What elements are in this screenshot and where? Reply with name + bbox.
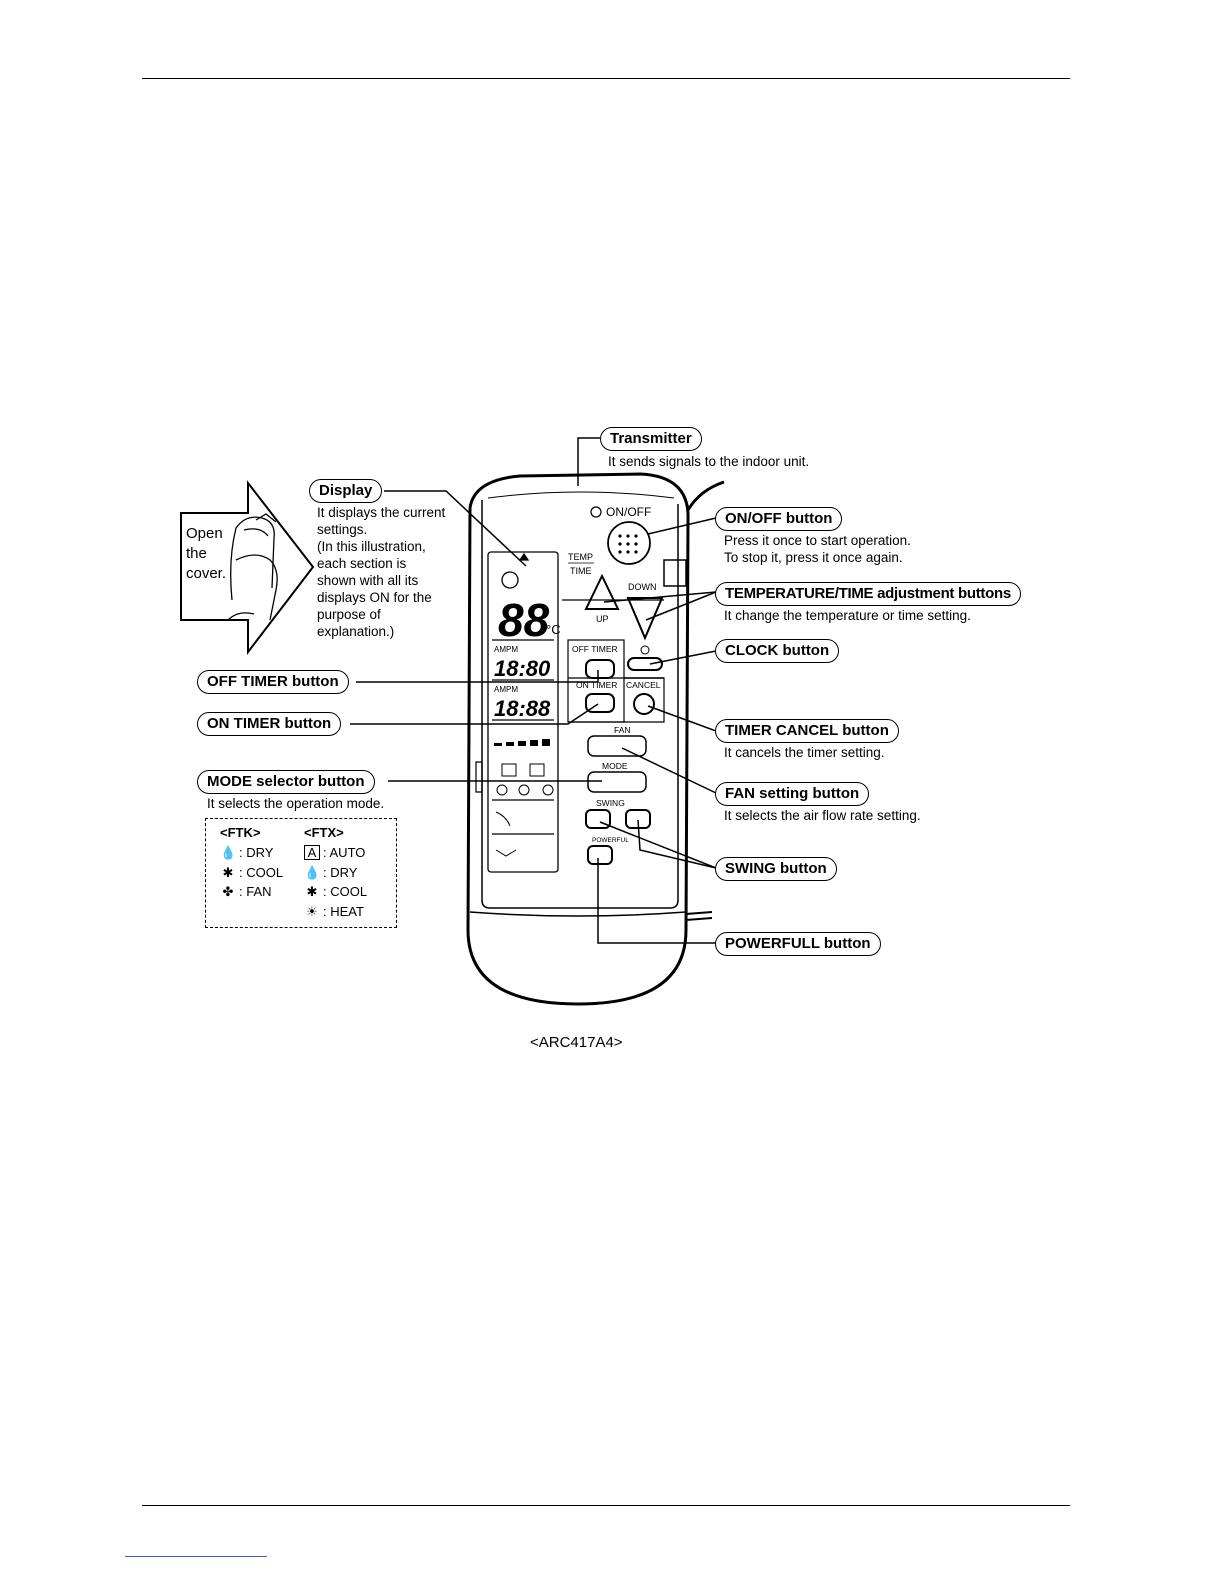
display-panel	[487, 551, 559, 873]
remote-body	[466, 472, 725, 1006]
clock-icon	[640, 645, 650, 655]
heat-icon: ☀	[306, 903, 318, 919]
remote-on-timer-label: ON TIMER	[576, 680, 617, 690]
timer-cancel-desc: It cancels the timer setting.	[724, 745, 885, 760]
open-cover-note: Open the cover.	[186, 525, 227, 582]
mode-button[interactable]	[587, 771, 647, 793]
display-callout: Display	[309, 479, 383, 503]
remote-onoff-label: ON/OFF	[606, 505, 651, 519]
legend-ftk-header: <FTK>	[220, 825, 261, 840]
display-fan-bars	[494, 739, 550, 746]
temperature-time-callout: TEMPERATURE/TIME adjustment buttons	[715, 582, 1021, 606]
remote-temp-label: TEMP	[568, 552, 593, 562]
display-ampm-2: AMPM	[494, 685, 518, 694]
display-timer-2: 18:88	[494, 696, 551, 721]
fan-icon: ✤	[222, 884, 234, 899]
remote-swing-label: SWING	[596, 798, 625, 808]
timer-cancel-button[interactable]	[633, 693, 655, 715]
auto-icon: A	[304, 845, 320, 860]
mode-legend: <FTK> 💧: DRY ✱: COOL ✤: FAN <FTX> A: AUT…	[205, 818, 397, 928]
display-desc: It displays the current settings. (In th…	[317, 505, 446, 639]
remote-down-label: DOWN	[628, 582, 657, 592]
legend-ftk: <FTK> 💧: DRY ✱: COOL ✤: FAN	[220, 825, 283, 902]
mode-desc: It selects the operation mode.	[207, 796, 385, 811]
dry-icon: 💧	[304, 864, 321, 880]
display-unit: °C	[546, 622, 561, 637]
legend-ftx: <FTX> A: AUTO 💧: DRY ✱: COOL ☀: HEAT	[304, 825, 367, 921]
remote-time-label: TIME	[570, 566, 592, 576]
legend-ftx-dry: 💧: DRY	[304, 863, 367, 883]
mode-callout: MODE selector button	[197, 770, 375, 794]
on-timer-button[interactable]	[585, 693, 615, 713]
clock-callout: CLOCK button	[715, 639, 840, 663]
cool-icon: ✱	[306, 884, 318, 899]
temperature-time-desc: It change the temperature or time settin…	[724, 608, 971, 623]
transmitter-callout: Transmitter	[600, 427, 702, 451]
onoff-desc: Press it once to start operation. To sto…	[724, 533, 911, 565]
legend-ftx-header: <FTX>	[304, 825, 344, 840]
open-cover-arrow	[180, 480, 315, 655]
temp-down-button[interactable]	[626, 597, 664, 641]
legend-ftx-heat: ☀: HEAT	[304, 902, 367, 922]
on-timer-callout: ON TIMER button	[197, 712, 342, 736]
timer-cancel-callout: TIMER CANCEL button	[715, 719, 899, 743]
display-temperature: 88	[498, 594, 550, 646]
onoff-button[interactable]	[607, 521, 651, 565]
footer-link-underline[interactable]	[125, 1556, 267, 1557]
fan-callout: FAN setting button	[715, 782, 870, 806]
display-ampm-1: AMPM	[494, 645, 518, 654]
display-mode-icons	[495, 763, 554, 857]
off-timer-button[interactable]	[585, 659, 615, 679]
model-caption: <ARC417A4>	[530, 1034, 623, 1051]
legend-ftk-dry: 💧: DRY	[220, 843, 283, 863]
swing-button-left[interactable]	[585, 809, 611, 829]
footer-rule	[142, 1505, 1070, 1506]
header-rule	[142, 78, 1070, 79]
onoff-callout: ON/OFF button	[715, 507, 843, 531]
remote-cancel-label: CANCEL	[626, 680, 661, 690]
cool-icon: ✱	[222, 864, 234, 880]
display-timer-1: 18:80	[494, 656, 551, 681]
leader-lines	[350, 437, 717, 944]
remote-fan-label: FAN	[614, 725, 631, 735]
remote-up-label: UP	[596, 614, 609, 624]
fan-button[interactable]	[587, 735, 647, 757]
clock-button[interactable]	[627, 657, 663, 671]
remote-off-timer-label: OFF TIMER	[572, 644, 618, 654]
legend-ftx-auto: A: AUTO	[304, 843, 367, 863]
remote-mode-label: MODE	[602, 761, 628, 771]
powerful-button[interactable]	[587, 845, 613, 865]
powerful-callout: POWERFULL button	[715, 932, 881, 956]
off-timer-callout: OFF TIMER button	[197, 670, 349, 694]
power-icon	[590, 506, 602, 518]
legend-ftx-cool: ✱: COOL	[304, 882, 368, 902]
swing-callout: SWING button	[715, 857, 837, 881]
hand-illustration	[227, 513, 278, 621]
legend-ftk-cool: ✱: COOL	[220, 863, 284, 883]
temp-up-button[interactable]	[584, 573, 620, 610]
remote-powerful-label: POWERFUL	[592, 837, 629, 844]
fan-desc: It selects the air flow rate setting.	[724, 808, 921, 823]
transmitter-desc: It sends signals to the indoor unit.	[608, 454, 810, 469]
legend-ftk-fan: ✤: FAN	[220, 882, 283, 902]
dry-icon: 💧	[220, 845, 237, 860]
